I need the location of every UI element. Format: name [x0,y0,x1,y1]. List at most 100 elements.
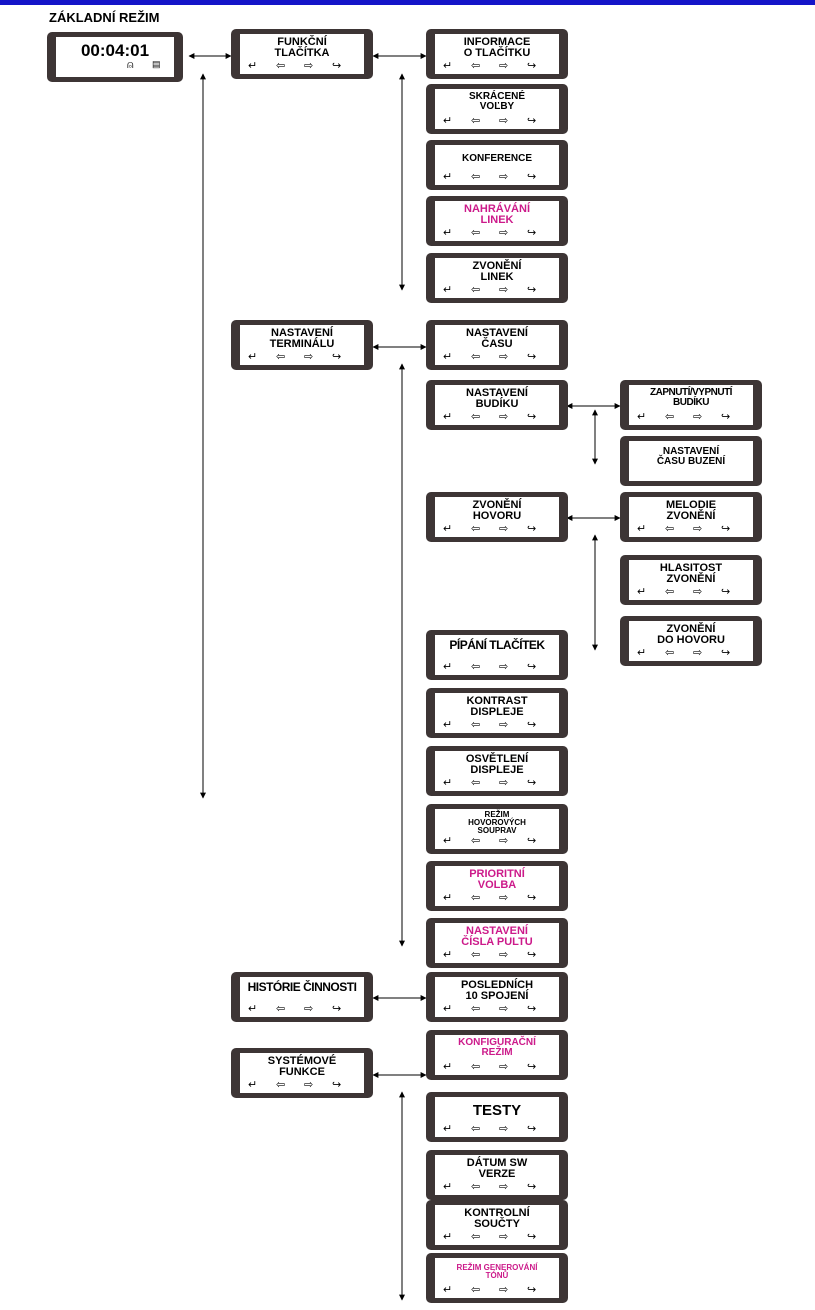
menu-rezim-hovorovych-souprav[interactable]: REŽIM HOVOROVÝCH SOUPRAV ↵⇦⇨↪ [426,804,568,854]
left-arrow-icon: ⇦ [471,60,481,72]
left-arrow-icon: ⇦ [471,411,481,423]
menu-label: NAHRÁVÁNÍ LINEK [464,203,530,226]
menu-historie-cinnosti[interactable]: HISTÓRIE ČINNOSTI ↵⇦⇨↪ [231,972,373,1022]
base-display[interactable]: 00:04:01 ⍝ ▤ [47,32,183,82]
return-arrow-icon: ↵ [248,1079,258,1091]
menu-konfiguracni-rezim[interactable]: KONFIGURAČNÍ REŽIM ↵⇦⇨↪ [426,1030,568,1080]
return-arrow-icon: ↵ [443,892,453,904]
menu-kontrolni-soucty[interactable]: KONTROLNÍ SOUČTY ↵⇦⇨↪ [426,1200,568,1250]
right-arrow-icon: ⇨ [499,171,509,183]
menu-konference[interactable]: KONFERENCE ↵⇦⇨↪ [426,140,568,190]
return-arrow-icon: ↵ [443,1231,453,1243]
page-title: ZÁKLADNÍ REŽIM [49,10,160,25]
forward-arrow-icon: ↪ [721,411,731,423]
right-arrow-icon: ⇨ [304,60,314,72]
left-arrow-icon: ⇦ [471,1284,481,1296]
menu-skracene-volby[interactable]: SKRÁCENÉ VOĽBY ↵⇦⇨↪ [426,84,568,134]
menu-poslednich-10-spojeni[interactable]: POSLEDNÍCH 10 SPOJENÍ ↵⇦⇨↪ [426,972,568,1022]
return-arrow-icon: ↵ [443,777,453,789]
right-arrow-icon: ⇨ [693,647,703,659]
menu-label: SKRÁCENÉ VOĽBY [468,91,526,112]
return-arrow-icon: ↵ [443,60,453,72]
forward-arrow-icon: ↪ [527,949,537,961]
menu-testy[interactable]: TESTY ↵⇦⇨↪ [426,1092,568,1142]
menu-nastaveni-casu[interactable]: NASTAVENÍ ČASU ↵⇦⇨↪ [426,320,568,370]
return-arrow-icon: ↵ [443,351,453,363]
forward-arrow-icon: ↪ [527,777,537,789]
right-arrow-icon: ⇨ [499,1003,509,1015]
forward-arrow-icon: ↪ [527,284,537,296]
menu-label: KONFIGURAČNÍ REŽIM [458,1037,536,1058]
menu-prioritni-volba[interactable]: PRIORITNÍ VOLBA ↵⇦⇨↪ [426,861,568,911]
menu-hlasitost-zvoneni[interactable]: HLASITOST ZVONĚNÍ ↵⇦⇨↪ [620,555,762,605]
right-arrow-icon: ⇨ [499,1061,509,1073]
menu-zapnuti-vypnuti-budiku[interactable]: ZAPNUTÍ/VYPNUTÍ BUDÍKU ↵⇦⇨↪ [620,380,762,430]
menu-informace-o-tlacitku[interactable]: INFORMACE O TLAČÍTKU ↵⇦⇨↪ [426,29,568,79]
menu-label: KONFERENCE [461,153,532,164]
left-arrow-icon: ⇦ [665,647,675,659]
forward-arrow-icon: ↪ [527,892,537,904]
forward-arrow-icon: ↪ [527,1123,537,1135]
right-arrow-icon: ⇨ [499,892,509,904]
menu-nastaveni-cisla-pultu[interactable]: NASTAVENÍ ČÍSLA PULTU ↵⇦⇨↪ [426,918,568,968]
forward-arrow-icon: ↪ [527,835,537,847]
return-arrow-icon: ↵ [637,586,647,598]
menu-label: KONTRAST DISPLEJE [466,695,528,718]
right-arrow-icon: ⇨ [499,1123,509,1135]
menu-rezim-generovani-tonu[interactable]: REŽIM GENEROVÁNÍ TÓNŮ ↵⇦⇨↪ [426,1253,568,1303]
right-arrow-icon: ⇨ [499,1284,509,1296]
clock-time: 00:04:01 [80,41,150,60]
menu-systemove-funkce[interactable]: SYSTÉMOVÉ FUNKCE ↵⇦⇨↪ [231,1048,373,1098]
left-arrow-icon: ⇦ [471,1123,481,1135]
menu-nastaveni-casu-buzeni[interactable]: NASTAVENÍ ČASU BUZENÍ [620,436,762,486]
forward-arrow-icon: ↪ [527,227,537,239]
menu-osvetleni-displeje[interactable]: OSVĚTLENÍ DISPLEJE ↵⇦⇨↪ [426,746,568,796]
return-arrow-icon: ↵ [443,1284,453,1296]
menu-zvoneni-linek[interactable]: ZVONĚNÍ LINEK ↵⇦⇨↪ [426,253,568,303]
menu-zvoneni-do-hovoru[interactable]: ZVONĚNÍ DO HOVORU ↵⇦⇨↪ [620,616,762,666]
return-arrow-icon: ↵ [443,227,453,239]
forward-arrow-icon: ↪ [527,1061,537,1073]
menu-melodie-zvoneni[interactable]: MELODIE ZVONĚNÍ ↵⇦⇨↪ [620,492,762,542]
forward-arrow-icon: ↪ [721,647,731,659]
left-arrow-icon: ⇦ [276,1079,286,1091]
return-arrow-icon: ↵ [443,835,453,847]
forward-arrow-icon: ↪ [527,115,537,127]
left-arrow-icon: ⇦ [471,719,481,731]
left-arrow-icon: ⇦ [276,351,286,363]
forward-arrow-icon: ↪ [527,719,537,731]
menu-label: NASTAVENÍ TERMINÁLU [269,327,335,350]
forward-arrow-icon: ↪ [527,60,537,72]
menu-kontrast-displeje[interactable]: KONTRAST DISPLEJE ↵⇦⇨↪ [426,688,568,738]
menu-nastaveni-terminalu[interactable]: NASTAVENÍ TERMINÁLU ↵⇦⇨↪ [231,320,373,370]
right-arrow-icon: ⇨ [499,1231,509,1243]
menu-pipani-tlacitek[interactable]: PÍPÁNÍ TLAČÍTEK ↵⇦⇨↪ [426,630,568,680]
return-arrow-icon: ↵ [443,115,453,127]
left-arrow-icon: ⇦ [471,351,481,363]
note-icon: ▤ [152,59,161,69]
menu-zvoneni-hovoru[interactable]: ZVONĚNÍ HOVORU ↵⇦⇨↪ [426,492,568,542]
menu-nahravani-linek[interactable]: NAHRÁVÁNÍ LINEK ↵⇦⇨↪ [426,196,568,246]
right-arrow-icon: ⇨ [499,227,509,239]
menu-label: NASTAVENÍ ČÍSLA PULTU [461,925,533,948]
left-arrow-icon: ⇦ [471,1003,481,1015]
return-arrow-icon: ↵ [248,60,258,72]
right-arrow-icon: ⇨ [499,523,509,535]
menu-label: FUNKČNÍ TLAČÍTKA [274,36,330,59]
forward-arrow-icon: ↪ [721,523,731,535]
return-arrow-icon: ↵ [443,661,453,673]
return-arrow-icon: ↵ [443,523,453,535]
menu-label: ZAPNUTÍ/VYPNUTÍ BUDÍKU [650,387,732,408]
return-arrow-icon: ↵ [637,647,647,659]
forward-arrow-icon: ↪ [332,60,342,72]
menu-nastaveni-budiku[interactable]: NASTAVENÍ BUDÍKU ↵⇦⇨↪ [426,380,568,430]
menu-funkcni-tlacitka[interactable]: FUNKČNÍ TLAČÍTKA ↵⇦⇨↪ [231,29,373,79]
return-arrow-icon: ↵ [443,411,453,423]
forward-arrow-icon: ↪ [332,1003,342,1015]
forward-arrow-icon: ↪ [332,1079,342,1091]
menu-label: SYSTÉMOVÉ FUNKCE [267,1055,337,1078]
right-arrow-icon: ⇨ [693,586,703,598]
menu-datum-sw-verze[interactable]: DÁTUM SW VERZE ↵⇦⇨↪ [426,1150,568,1200]
return-arrow-icon: ↵ [443,719,453,731]
menu-label: HISTÓRIE ČINNOSTI [247,980,357,994]
